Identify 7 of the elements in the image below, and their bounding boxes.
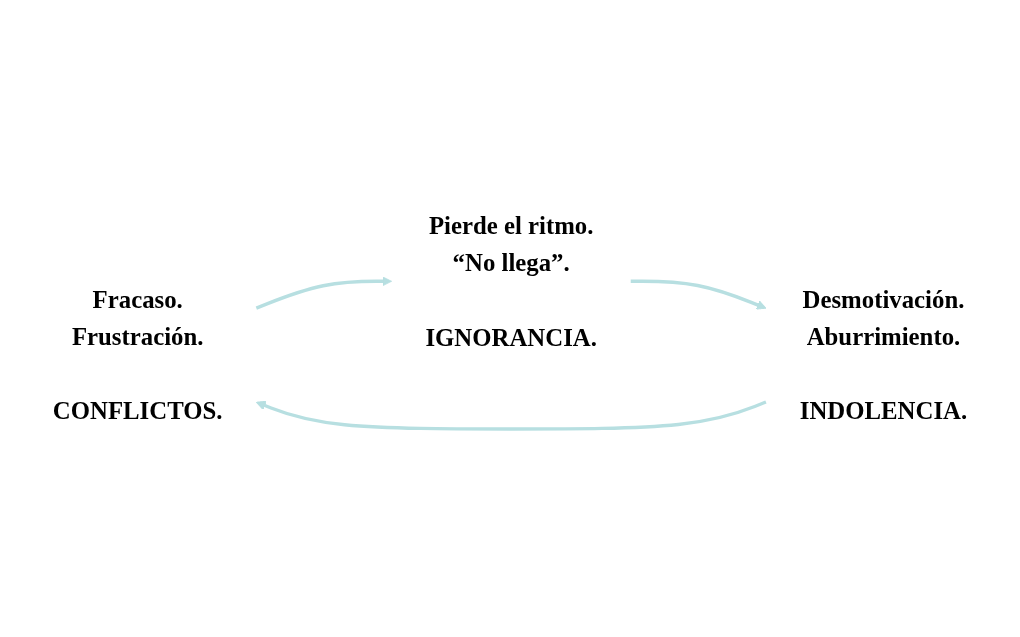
arrow bbox=[630, 279, 767, 310]
arrow bbox=[255, 400, 767, 431]
node-text: Desmotivación. Aburrimiento. INDOLENCIA. bbox=[799, 285, 968, 426]
node-text: Fracaso. Frustración. CONFLICTOS. bbox=[52, 285, 223, 426]
arrow bbox=[255, 276, 393, 310]
node-text: Pierde el ritmo. “No llega”. IGNORANCIA. bbox=[425, 211, 597, 352]
cycle-diagram: Fracaso. Frustración. CONFLICTOS. Pierde el ritmo. “No llega”. IGNORANCIA. Desmotivación. Aburrimiento. INDOLENCIA. bbox=[10, 181, 1010, 456]
